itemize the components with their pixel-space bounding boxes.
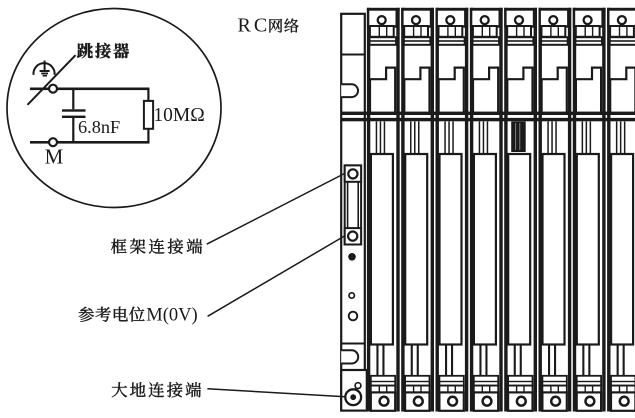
svg-text:M: M [45,145,64,169]
svg-text:10MΩ: 10MΩ [153,105,204,126]
svg-text:6.8nF: 6.8nF [78,117,120,137]
svg-text:RC: RC [238,15,271,37]
svg-text:M(0V): M(0V) [146,305,197,325]
